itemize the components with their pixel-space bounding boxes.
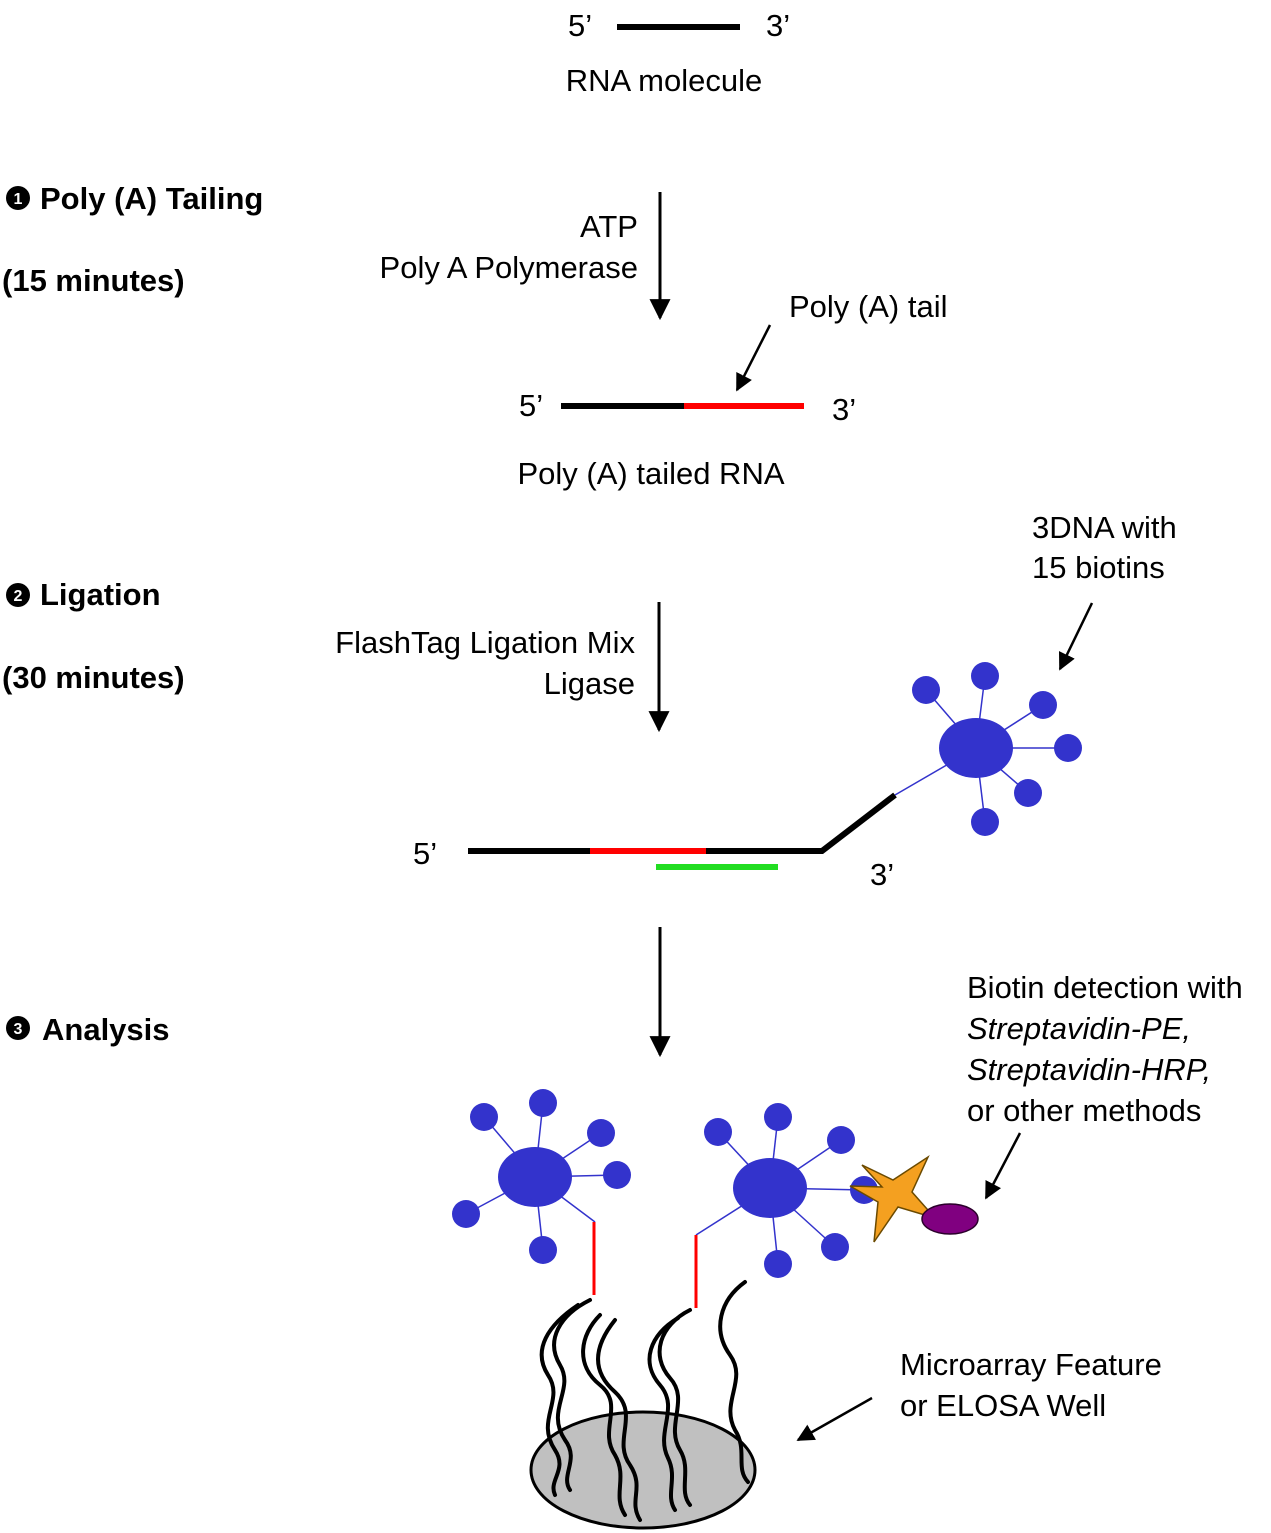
capture-probe-strand <box>596 1318 642 1522</box>
tailed-rna-five-prime-label: 5’ <box>519 388 543 423</box>
biotin-node <box>704 1118 732 1146</box>
biotin-node <box>971 808 999 836</box>
step-2-title: Ligation <box>40 577 161 612</box>
dna-label-line1: 3DNA with <box>1032 510 1177 545</box>
dendrimer-core <box>733 1158 807 1218</box>
bound-dendrimer-left <box>452 1089 631 1264</box>
capture-probe-strand <box>718 1280 750 1484</box>
dendrimer-core <box>498 1147 572 1207</box>
detection-line2: Streptavidin-PE, <box>967 1011 1191 1046</box>
biotin-node <box>764 1103 792 1131</box>
biotin-node <box>603 1161 631 1189</box>
detection-molecule <box>921 1203 979 1235</box>
biotin-node <box>587 1119 615 1147</box>
step-1-time: (15 minutes) <box>2 263 185 298</box>
step-3-header: 3 Analysis <box>6 1012 170 1047</box>
rna-three-prime-label: 3’ <box>766 8 790 43</box>
biotin-node <box>1014 779 1042 807</box>
capture-probe-strand <box>657 1308 692 1507</box>
biotin-node <box>1054 734 1082 762</box>
ligation-reagent-mix: FlashTag Ligation Mix <box>335 625 635 660</box>
capture-probe-strand <box>552 1298 592 1492</box>
biotin-node <box>912 676 940 704</box>
capture-probes <box>539 1280 750 1522</box>
step-3-number-badge <box>6 1016 30 1040</box>
rna-five-prime-label: 5’ <box>568 8 592 43</box>
step-2-header: 2 Ligation (30 minutes) <box>2 577 185 695</box>
step-1-header: 1 Poly (A) Tailing (15 minutes) <box>2 181 263 298</box>
biotin-node <box>529 1089 557 1117</box>
step-2-number-badge <box>6 583 30 607</box>
step-3-number: 3 <box>14 1021 23 1038</box>
biotin-node <box>529 1236 557 1264</box>
tailing-reagent-atp: ATP <box>580 209 638 244</box>
capture-probe-strand <box>647 1316 680 1512</box>
step-1-number: 1 <box>14 191 23 208</box>
biotin-node <box>452 1200 480 1228</box>
tailed-rna-three-prime-label: 3’ <box>832 392 856 427</box>
tailing-reagent-polymerase: Poly A Polymerase <box>380 250 638 285</box>
microarray-well <box>529 1410 757 1530</box>
ligated-dna-linker <box>706 792 897 854</box>
biotin-node <box>1029 691 1057 719</box>
biotin-node <box>821 1233 849 1261</box>
dna-label-line2: 15 biotins <box>1032 550 1165 585</box>
biotin-node <box>971 662 999 690</box>
step-2-time: (30 minutes) <box>2 660 185 695</box>
bound-dendrimer-right <box>695 1103 878 1278</box>
dendrimer-core <box>939 718 1013 778</box>
rna-caption: RNA molecule <box>566 63 762 98</box>
ligated-five-prime-label: 5’ <box>413 836 437 871</box>
feature-label-line1: Microarray Feature <box>900 1347 1162 1382</box>
dna-label-pointer-arrow <box>1058 602 1094 671</box>
feature-pointer-arrow <box>796 1396 873 1442</box>
detection-line4: or other methods <box>967 1093 1201 1128</box>
step-3-title: Analysis <box>42 1012 170 1047</box>
poly-a-tail-pointer-arrow <box>735 324 772 392</box>
tailed-rna-caption: Poly (A) tailed RNA <box>517 456 784 491</box>
detection-line1: Biotin detection with <box>967 970 1243 1005</box>
step-2-number: 2 <box>14 588 23 605</box>
poly-a-tail-label: Poly (A) tail <box>789 289 947 324</box>
capture-probe-strand <box>539 1303 580 1497</box>
streptavidin-star <box>849 1154 938 1243</box>
detection-line3: Streptavidin-HRP, <box>967 1052 1211 1087</box>
step-1-title: Poly (A) Tailing <box>40 181 263 216</box>
feature-label-line2: or ELOSA Well <box>900 1388 1106 1423</box>
capture-probe-strand <box>581 1313 627 1517</box>
biotin-node <box>470 1103 498 1131</box>
detection-pointer-arrow <box>984 1132 1022 1200</box>
dendrimer-3dna <box>894 662 1082 836</box>
biotin-node <box>764 1250 792 1278</box>
step-1-number-badge <box>6 186 30 210</box>
ligation-reagent-ligase: Ligase <box>544 666 635 701</box>
ligated-three-prime-label: 3’ <box>870 857 894 892</box>
biotin-node <box>827 1126 855 1154</box>
